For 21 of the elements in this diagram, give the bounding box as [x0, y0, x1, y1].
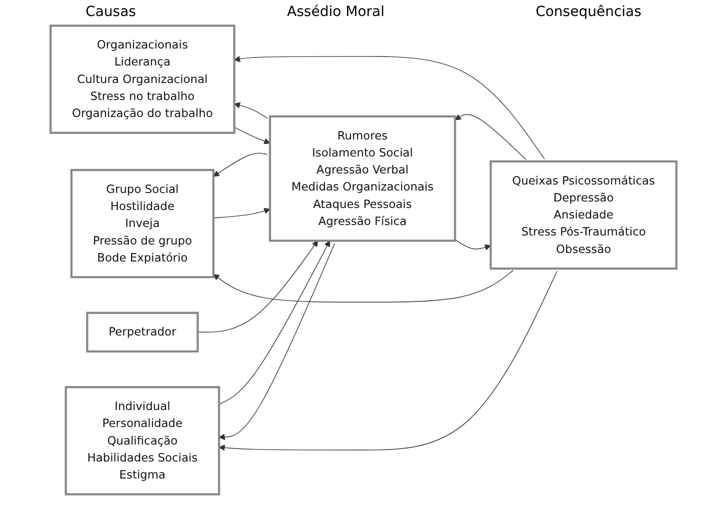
arrow	[197, 240, 318, 332]
column-heading: Causas	[86, 4, 136, 20]
arrow	[213, 152, 268, 177]
arrow	[218, 240, 330, 405]
arrow	[234, 126, 270, 144]
arrow	[218, 242, 336, 440]
arrow	[454, 114, 526, 160]
node-box: Rumores Isolamento Social Agressão Verbal Medidas Organizacionais Ataques Pessoais Agressão Física	[268, 115, 456, 242]
arrow	[213, 208, 270, 218]
node-box: Queixas Psicossomáticas Depressão Ansiedade Stress Pós-Traumático Obsessão	[490, 160, 678, 270]
arrow	[213, 270, 514, 302]
arrow	[234, 56, 545, 160]
node-box: Grupo Social Hostilidade Inveja Pressão de grupo Bode Expiatório	[70, 168, 214, 278]
arrow	[454, 239, 491, 250]
node-box: Organizacionais Liderança Cultura Organizacional Stress no trabalho Organização do trabalho	[50, 24, 236, 134]
arrow	[234, 102, 268, 119]
node-box: Perpetrador	[86, 312, 199, 352]
column-heading: Consequências	[536, 4, 642, 20]
column-heading: Assédio Moral	[287, 4, 384, 20]
arrow	[218, 270, 558, 451]
node-box: Individual Personalidade Qualificação Habilidades Sociais Estigma	[64, 386, 220, 496]
